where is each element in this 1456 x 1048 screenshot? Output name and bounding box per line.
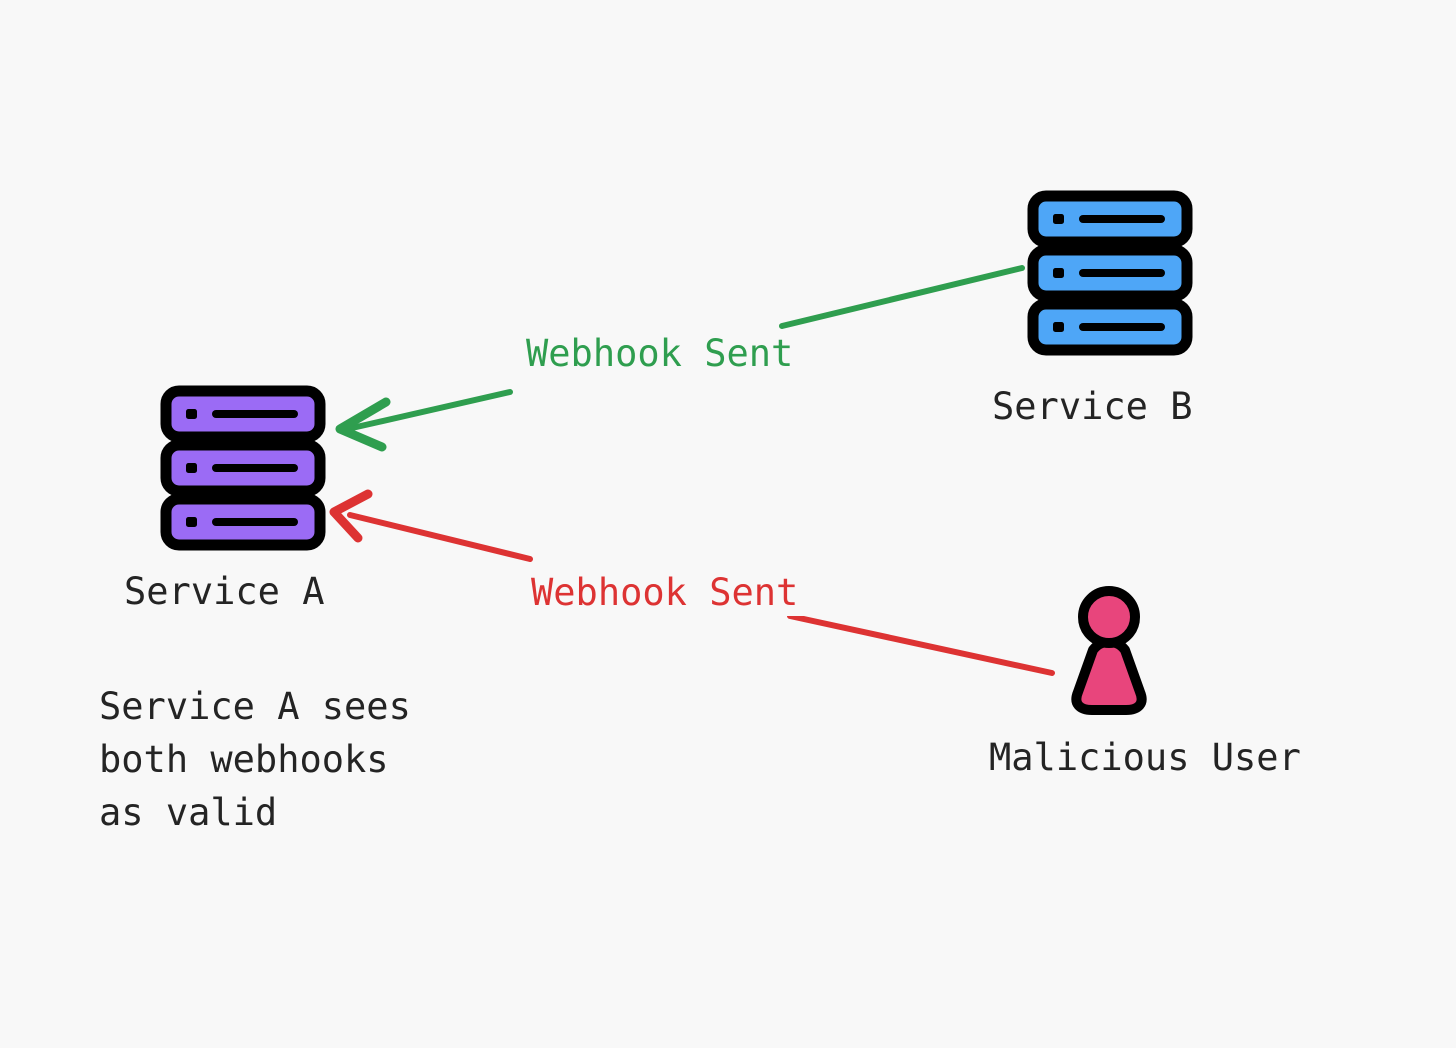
- node-label-service-b: Service B: [992, 385, 1193, 428]
- person-icon: [1071, 586, 1147, 715]
- server-led-top: [1053, 214, 1064, 224]
- edge-green-line-segment-far: [779, 265, 1025, 329]
- edge-service-b-to-service-a: [335, 265, 1025, 452]
- node-malicious-user[interactable]: [1062, 584, 1156, 716]
- server-led-middle: [1053, 268, 1064, 278]
- person-head: [1078, 586, 1140, 648]
- edge-red-line-segment-near: [347, 512, 533, 562]
- note-service-a: Service A sees both webhooks as valid: [99, 685, 411, 834]
- server-stack-icon: [160, 385, 326, 551]
- node-label-malicious-user: Malicious User: [989, 736, 1301, 779]
- server-led-bottom: [1053, 322, 1064, 332]
- server-led-bottom: [186, 517, 197, 527]
- node-service-a[interactable]: [160, 385, 326, 551]
- edge-green-arrowhead: [335, 397, 391, 452]
- edge-label-webhook-sent-red: Webhook Sent: [521, 569, 809, 616]
- edge-red-arrowhead: [329, 489, 373, 543]
- server-led-top: [186, 409, 197, 419]
- server-led-middle: [186, 463, 197, 473]
- edge-green-line-segment-near: [349, 389, 513, 431]
- server-stack-icon: [1027, 190, 1193, 356]
- node-label-service-a: Service A: [124, 570, 325, 613]
- edge-red-line-segment-far: [787, 613, 1055, 676]
- person-body: [1071, 637, 1147, 715]
- node-service-b[interactable]: [1027, 190, 1193, 356]
- edge-label-webhook-sent-green: Webhook Sent: [516, 330, 804, 377]
- edge-malicious-user-to-service-a: [329, 489, 1055, 676]
